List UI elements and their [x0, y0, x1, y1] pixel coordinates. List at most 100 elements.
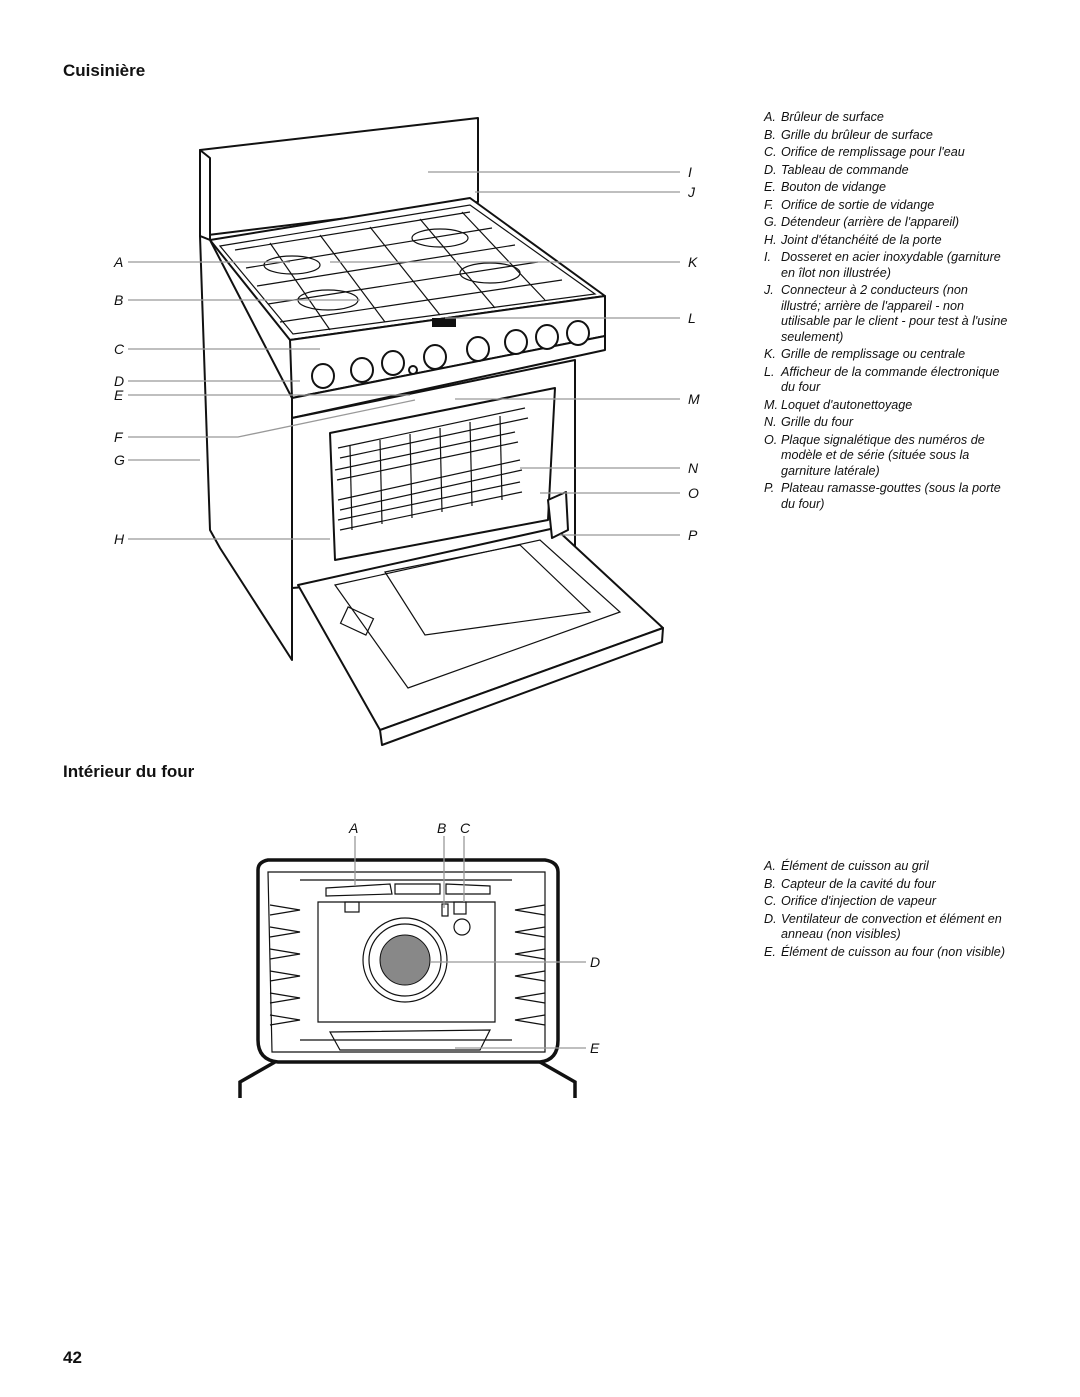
legend-text: Bouton de vidange — [781, 180, 887, 194]
legend-item: D. Ventilateur de convection et élément e… — [764, 912, 1009, 943]
legend-text: Détendeur (arrière de l'appareil) — [781, 215, 960, 229]
callout-h: H — [114, 531, 125, 547]
legend-item: E. Élément de cuisson au four (non visibl… — [764, 945, 1009, 961]
electronic-display — [432, 318, 456, 327]
legend-text: Grille de remplissage ou centrale — [781, 347, 966, 361]
legend-key: I. — [764, 250, 771, 264]
legend-item: D. Tableau de commande — [764, 163, 1009, 179]
callout-n: N — [688, 460, 699, 476]
legend-item: C. Orifice d'injection de vapeur — [764, 894, 1009, 910]
bake-element — [328, 1029, 491, 1051]
range-callout-labels: A B C D E F G H I J K L M N O P — [113, 164, 700, 547]
callout-f: F — [114, 429, 124, 445]
legend-key: M. — [764, 397, 778, 412]
legend-item: A. Élément de cuisson au gril — [764, 859, 1009, 875]
legend-text: Orifice de remplissage pour l'eau — [781, 145, 965, 159]
cavity-sensor — [441, 903, 449, 917]
drain-button[interactable] — [408, 365, 418, 375]
callout-g: G — [114, 452, 125, 468]
legend-text: Grille du brûleur de surface — [781, 127, 933, 142]
legend-key: J. — [764, 283, 774, 297]
legend-text: Tableau de commande — [781, 162, 909, 177]
callout-p: P — [688, 527, 698, 543]
legend-text: Orifice d'injection de vapeur — [781, 894, 937, 908]
callout-e: E — [114, 387, 124, 403]
legend-key: C. — [764, 894, 777, 908]
legend-item: O.Plaque signalétique des numéros de mod… — [764, 433, 1009, 480]
legend-key: A. — [764, 110, 776, 124]
callout-l: L — [688, 310, 696, 326]
legend-key: E. — [764, 944, 776, 959]
range-side — [199, 235, 293, 661]
oven-callout-c: C — [460, 820, 471, 836]
burner-grates — [234, 211, 563, 331]
callout-d: D — [114, 373, 124, 389]
legend-text: Dosseret en acier inoxydable (garniture … — [781, 250, 1001, 280]
legend-key: H. — [764, 232, 777, 247]
legend-item: C. Orifice de remplissage pour l'eau — [764, 145, 1009, 161]
legend-text: Afficheur de la commande électronique du… — [781, 364, 1000, 395]
legend-item: M.Loquet d'autonettoyage — [764, 398, 1009, 414]
oven-callout-e: E — [590, 1040, 600, 1056]
legend-item: J.Connecteur à 2 conducteurs (non illust… — [764, 283, 1009, 345]
legend-item: A. Brûleur de surface — [764, 110, 1009, 126]
callout-k: K — [688, 254, 698, 270]
legend-key: C. — [764, 145, 777, 159]
callout-a: A — [113, 254, 123, 270]
callout-b: B — [114, 292, 123, 308]
oven-interior-illustration: A B C D E — [238, 820, 600, 1098]
legend-item: B. Grille du brûleur de surface — [764, 128, 1009, 144]
broil-element — [325, 883, 393, 897]
legend-item: K.Grille de remplissage ou centrale — [764, 347, 1009, 363]
legend-item: G.Détendeur (arrière de l'appareil) — [764, 215, 1009, 231]
oven-callout-d: D — [590, 954, 600, 970]
oven-racks[interactable] — [334, 407, 529, 531]
callout-j: J — [687, 184, 696, 200]
callout-i: I — [688, 164, 692, 180]
legend-text: Grille du four — [781, 415, 854, 429]
legend-key: E. — [764, 180, 776, 194]
legend-item: P. Plateau ramasse-gouttes (sous la porte… — [764, 481, 1009, 512]
legend-item: F. Orifice de sortie de vidange — [764, 198, 1009, 214]
legend-key: D. — [764, 911, 777, 926]
oven-interior-heading: Intérieur du four — [63, 762, 195, 781]
drip-tray — [547, 491, 569, 539]
legend-text: Plateau ramasse-gouttes (sous la porte d… — [781, 481, 1001, 511]
legend-item: H. Joint d'étanchéité de la porte — [764, 233, 1009, 249]
legend-text: Loquet d'autonettoyage — [781, 397, 913, 412]
legend-text: Orifice de sortie de vidange — [781, 197, 935, 212]
legend-key: A. — [764, 859, 776, 873]
callout-o: O — [688, 485, 699, 501]
legend-key: O. — [764, 432, 778, 447]
page-number: 42 — [63, 1348, 82, 1367]
legend-key: F. — [764, 197, 774, 212]
legend-item: L.Afficheur de la commande électronique … — [764, 365, 1009, 396]
legend-key: D. — [764, 162, 777, 177]
convection-fan — [362, 917, 448, 1003]
callout-m: M — [688, 391, 700, 407]
legend-key: G. — [764, 215, 778, 229]
steam-orifice — [453, 918, 471, 936]
oven-callout-a: A — [348, 820, 358, 836]
legend-item: B. Capteur de la cavité du four — [764, 877, 1009, 893]
legend-text: Ventilateur de convection et élément en … — [781, 911, 1002, 942]
control-knobs[interactable] — [311, 320, 590, 389]
legend-text: Plaque signalétique des numéros de modèl… — [781, 432, 985, 478]
legend-key: B. — [764, 127, 776, 142]
oven-callout-b: B — [437, 820, 446, 836]
legend-text: Brûleur de surface — [781, 110, 884, 124]
legend-key: N. — [764, 415, 777, 429]
legend-text: Capteur de la cavité du four — [781, 876, 936, 891]
legend-key: B. — [764, 876, 776, 891]
legend-key: P. — [764, 481, 775, 495]
callout-c: C — [114, 341, 125, 357]
oven-cavity — [329, 387, 556, 561]
legend-item: N. Grille du four — [764, 415, 1009, 431]
legend-text: Joint d'étanchéité de la porte — [781, 232, 942, 247]
legend-text: Élément de cuisson au gril — [781, 859, 929, 873]
legend-text: Élément de cuisson au four (non visible) — [781, 944, 1006, 959]
legend-item: E. Bouton de vidange — [764, 180, 1009, 196]
